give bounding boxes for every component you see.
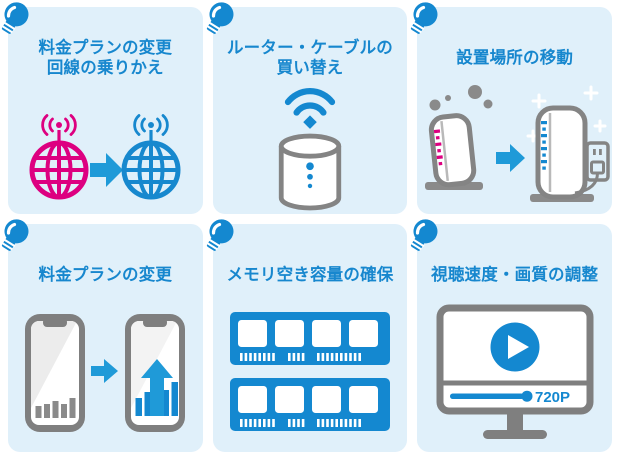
- card-title: 料金プランの変更: [33, 254, 179, 296]
- wall-outlet-icon: [574, 141, 610, 195]
- fast-phone-icon: [125, 314, 186, 432]
- card-title: 視聴速度・画質の調整: [425, 254, 604, 296]
- globe-switch-illustration: [22, 91, 188, 203]
- right-arrow-icon: [495, 144, 525, 172]
- phone-upgrade-illustration: [25, 314, 186, 432]
- up-arrow-icon: [141, 359, 174, 416]
- card-title: ルーター・ケーブルの 買い替え: [221, 37, 399, 79]
- card-plan-change: 料金プランの変更: [1, 219, 203, 452]
- card-title-line1: 料金プランの変更: [38, 38, 173, 57]
- card-adjust-quality: 視聴速度・画質の調整 720P: [410, 219, 612, 452]
- lightbulb-icon: [1, 2, 31, 40]
- smoke-icon: [429, 85, 493, 111]
- card-title-line1: メモリ空き容量の確保: [226, 265, 394, 284]
- card-title: 料金プランの変更 回線の乗りかえ: [33, 37, 179, 79]
- lightbulb-icon: [410, 2, 441, 40]
- ram-stick-icon: [229, 312, 390, 365]
- card-title-line1: 設置場所の移動: [456, 48, 574, 67]
- card-title-line2: 回線の乗りかえ: [46, 59, 164, 77]
- right-arrow-icon: [90, 152, 124, 187]
- card-relocate-router: 設置場所の移動: [410, 2, 612, 214]
- lightbulb-icon: [205, 219, 236, 257]
- router-move-illustration: [424, 85, 610, 202]
- play-button-icon: [490, 322, 540, 372]
- lightbulb-icon: [205, 2, 236, 40]
- ram-modules-illustration: [229, 312, 390, 431]
- card-title-line1: ルーター・ケーブルの: [226, 38, 393, 57]
- new-router-icon: [529, 105, 594, 202]
- lightbulb-icon: [410, 219, 441, 257]
- slow-phone-icon: [25, 314, 86, 432]
- monitor-player-illustration: 720P: [436, 304, 594, 439]
- card-title: 設置場所の移動: [450, 37, 579, 79]
- wifi-icon: [284, 88, 336, 129]
- card-title-line1: 料金プランの変更: [38, 265, 173, 284]
- magenta-globe-icon: [32, 115, 86, 197]
- card-router-cable-replace: ルーター・ケーブルの 買い替え: [205, 2, 408, 214]
- progress-bar: [449, 390, 533, 402]
- sparkle-icon: [526, 85, 607, 143]
- card-plan-change-line-switch: 料金プランの変更 回線の乗りかえ: [1, 2, 203, 214]
- card-title-line1: 視聴速度・画質の調整: [431, 265, 599, 284]
- card-free-memory: メモリ空き容量の確保: [205, 219, 408, 452]
- card-title-line2: 買い替え: [276, 59, 344, 77]
- resolution-badge: 720P: [535, 389, 570, 406]
- blue-globe-icon: [124, 115, 178, 197]
- cylinder-router-icon: [278, 133, 342, 211]
- right-arrow-icon: [91, 359, 119, 383]
- lightbulb-icon: [1, 219, 31, 257]
- ram-stick-icon: [229, 378, 390, 431]
- old-router-icon: [424, 113, 483, 190]
- router-wifi-illustration: [278, 88, 342, 211]
- card-title: メモリ空き容量の確保: [220, 254, 399, 296]
